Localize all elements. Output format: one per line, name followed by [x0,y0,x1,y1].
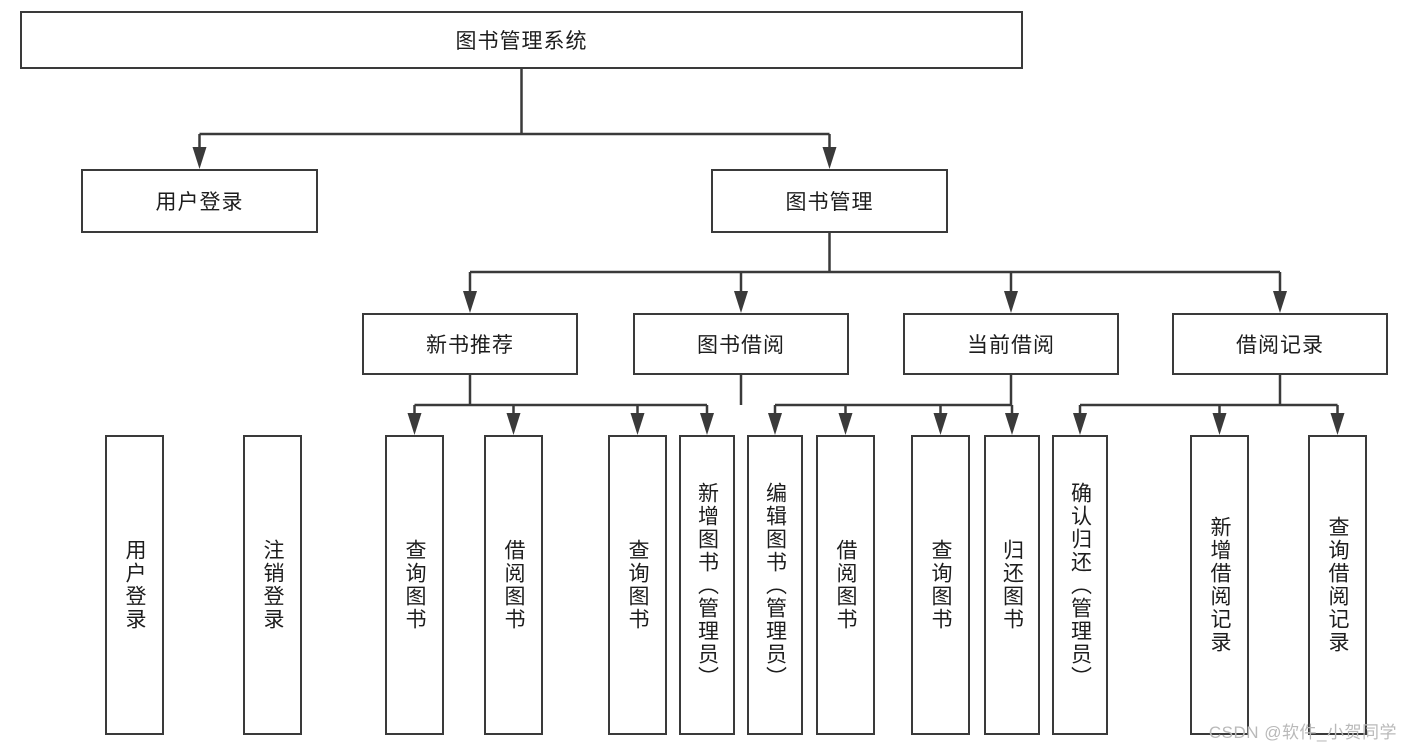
node-label: 新书推荐 [426,334,514,357]
node-leaf-add-book: 新增图书（管理员） [679,435,735,735]
node-book-manage: 图书管理 [711,169,948,233]
node-label: 确认归还（管理员） [1068,481,1092,689]
node-leaf-add-record: 新增借阅记录 [1190,435,1249,735]
node-label: 图书借阅 [697,334,785,357]
node-label: 查询图书 [626,539,649,631]
node-leaf-user-login: 用户登录 [105,435,164,735]
node-label: 查询图书 [929,539,952,631]
node-current-borrow: 当前借阅 [903,313,1119,375]
node-label: 编辑图书（管理员） [763,481,787,689]
node-label: 新增图书（管理员） [695,481,719,689]
node-label: 借阅记录 [1236,334,1324,357]
node-leaf-return-book: 归还图书 [984,435,1040,735]
node-label: 借阅图书 [502,539,525,631]
node-leaf-borrow-book-1: 借阅图书 [484,435,543,735]
node-label: 图书管理系统 [455,30,588,53]
node-user-login: 用户登录 [81,169,318,233]
node-leaf-borrow-book-2: 借阅图书 [816,435,875,735]
node-new-book-recommend: 新书推荐 [362,313,578,375]
node-leaf-query-book-3: 查询图书 [911,435,970,735]
node-label: 借阅图书 [834,539,857,631]
node-label: 图书管理 [785,191,874,214]
node-label: 用户登录 [155,191,244,214]
node-label: 用户登录 [123,539,146,631]
node-leaf-logout-login: 注销登录 [243,435,302,735]
node-leaf-query-book-1: 查询图书 [385,435,444,735]
node-label: 查询图书 [403,539,426,631]
node-label: 查询借阅记录 [1326,516,1349,654]
node-leaf-edit-book: 编辑图书（管理员） [747,435,803,735]
node-book-borrow: 图书借阅 [633,313,849,375]
node-leaf-query-book-2: 查询图书 [608,435,667,735]
node-root-title: 图书管理系统 [20,11,1023,69]
node-leaf-confirm-return: 确认归还（管理员） [1052,435,1108,735]
node-borrow-record: 借阅记录 [1172,313,1388,375]
node-label: 新增借阅记录 [1208,516,1231,654]
node-label: 注销登录 [261,539,284,631]
node-label: 当前借阅 [967,334,1055,357]
node-label: 归还图书 [1000,539,1024,631]
node-leaf-query-record: 查询借阅记录 [1308,435,1367,735]
